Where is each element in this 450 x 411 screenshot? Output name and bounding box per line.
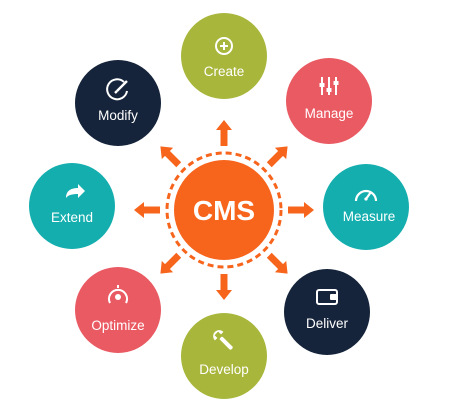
center-ring xyxy=(165,151,283,269)
node-deliver: Deliver xyxy=(284,269,370,355)
node-manage: Manage xyxy=(286,58,372,144)
node-modify-label: Modify xyxy=(98,108,138,123)
arrow-deliver xyxy=(266,252,288,274)
arrow-measure xyxy=(288,202,314,218)
node-extend-label: Extend xyxy=(51,210,93,225)
node-measure: Measure xyxy=(323,164,409,250)
node-modify-circle xyxy=(75,60,161,146)
node-create-circle xyxy=(181,13,267,99)
arrow-modify xyxy=(160,146,182,168)
node-optimize: Optimize xyxy=(75,267,161,353)
plus-circle-icon xyxy=(215,37,233,55)
node-modify: Modify xyxy=(75,60,161,146)
node-manage-circle xyxy=(286,58,372,144)
center-circle xyxy=(174,160,274,260)
node-manage-label: Manage xyxy=(305,106,354,121)
node-extend: Extend xyxy=(29,163,115,249)
node-develop-label: Develop xyxy=(199,362,249,377)
node-measure-label: Measure xyxy=(343,209,396,224)
target-icon xyxy=(108,285,128,304)
arrow-develop xyxy=(216,274,232,300)
share-arrow-icon xyxy=(66,184,85,198)
arrow-extend xyxy=(134,202,160,218)
node-optimize-label: Optimize xyxy=(91,318,144,333)
wallet-icon xyxy=(316,289,338,305)
wrench-icon xyxy=(213,330,233,350)
center-label: CMS xyxy=(193,195,255,226)
node-create-label: Create xyxy=(204,64,245,79)
node-deliver-label: Deliver xyxy=(306,316,349,331)
arrow-create xyxy=(216,120,232,146)
node-create: Create xyxy=(181,13,267,99)
center-node: CMS xyxy=(165,151,283,269)
node-develop: Develop xyxy=(181,313,267,399)
arrow-optimize xyxy=(160,252,182,274)
node-develop-circle xyxy=(181,313,267,399)
pencil-circle-icon xyxy=(106,78,128,101)
sliders-icon xyxy=(319,77,339,95)
node-measure-circle xyxy=(323,164,409,250)
arrows xyxy=(134,120,314,300)
gauge-icon xyxy=(354,189,378,202)
node-deliver-circle xyxy=(284,269,370,355)
node-optimize-circle xyxy=(75,267,161,353)
arrow-manage xyxy=(266,146,288,168)
node-extend-circle xyxy=(29,163,115,249)
